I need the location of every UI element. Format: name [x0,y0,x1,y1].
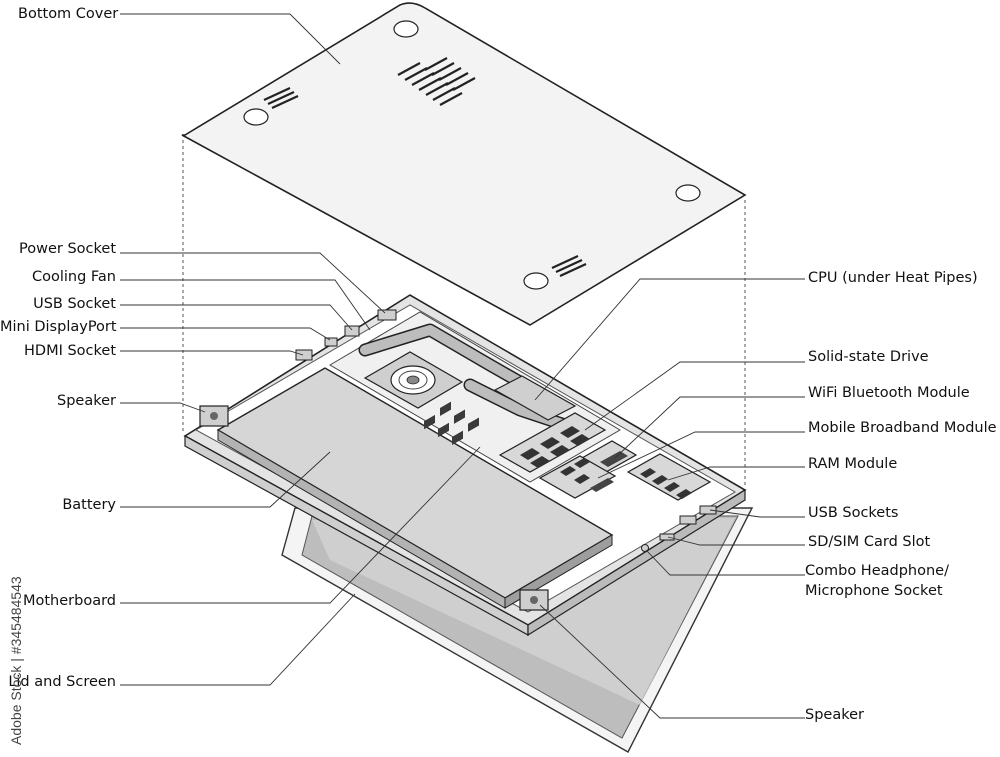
watermark-side-text: Adobe Stock | #345484543 [8,576,24,745]
label-ram-module: RAM Module [808,456,898,472]
bottom-cover [181,2,747,326]
solid-state-drive [498,412,607,473]
ports [295,309,717,552]
chips [424,401,479,446]
label-sd-sim-card-slot: SD/SIM Card Slot [808,534,931,550]
label-usb-sockets: USB Sockets [808,505,899,521]
label-battery: Battery [62,497,116,513]
heat-pipes [358,323,577,432]
label-combo-socket-line1: Combo Headphone/ [805,563,949,579]
label-combo-socket-line2: Microphone Socket [805,583,943,599]
label-usb-socket: USB Socket [33,296,116,312]
label-motherboard: Motherboard [22,593,116,609]
leader-lines [120,13,805,719]
label-speaker-right: Speaker [805,707,864,723]
label-speaker-left: Speaker [57,393,116,409]
label-power-socket: Power Socket [19,241,116,257]
label-solid-state-drive: Solid-state Drive [808,349,929,365]
ram-module [626,453,712,501]
label-wifi-bluetooth-module: WiFi Bluetooth Module [808,385,970,401]
label-bottom-cover: Bottom Cover [18,6,119,22]
label-mobile-broadband-module: Mobile Broadband Module [808,420,997,436]
label-hdmi-socket: HDMI Socket [24,343,116,359]
mobile-broadband-module [538,455,617,499]
label-lid-and-screen: Lid and Screen [8,674,116,690]
label-cooling-fan: Cooling Fan [31,269,116,285]
label-cpu: CPU (under Heat Pipes) [808,270,978,286]
label-mini-displayport: Mini DisplayPort [0,319,117,335]
speakers [199,405,549,611]
vent-grille [263,57,587,277]
cooling-fan [363,351,464,409]
dashed-guides [182,140,746,488]
